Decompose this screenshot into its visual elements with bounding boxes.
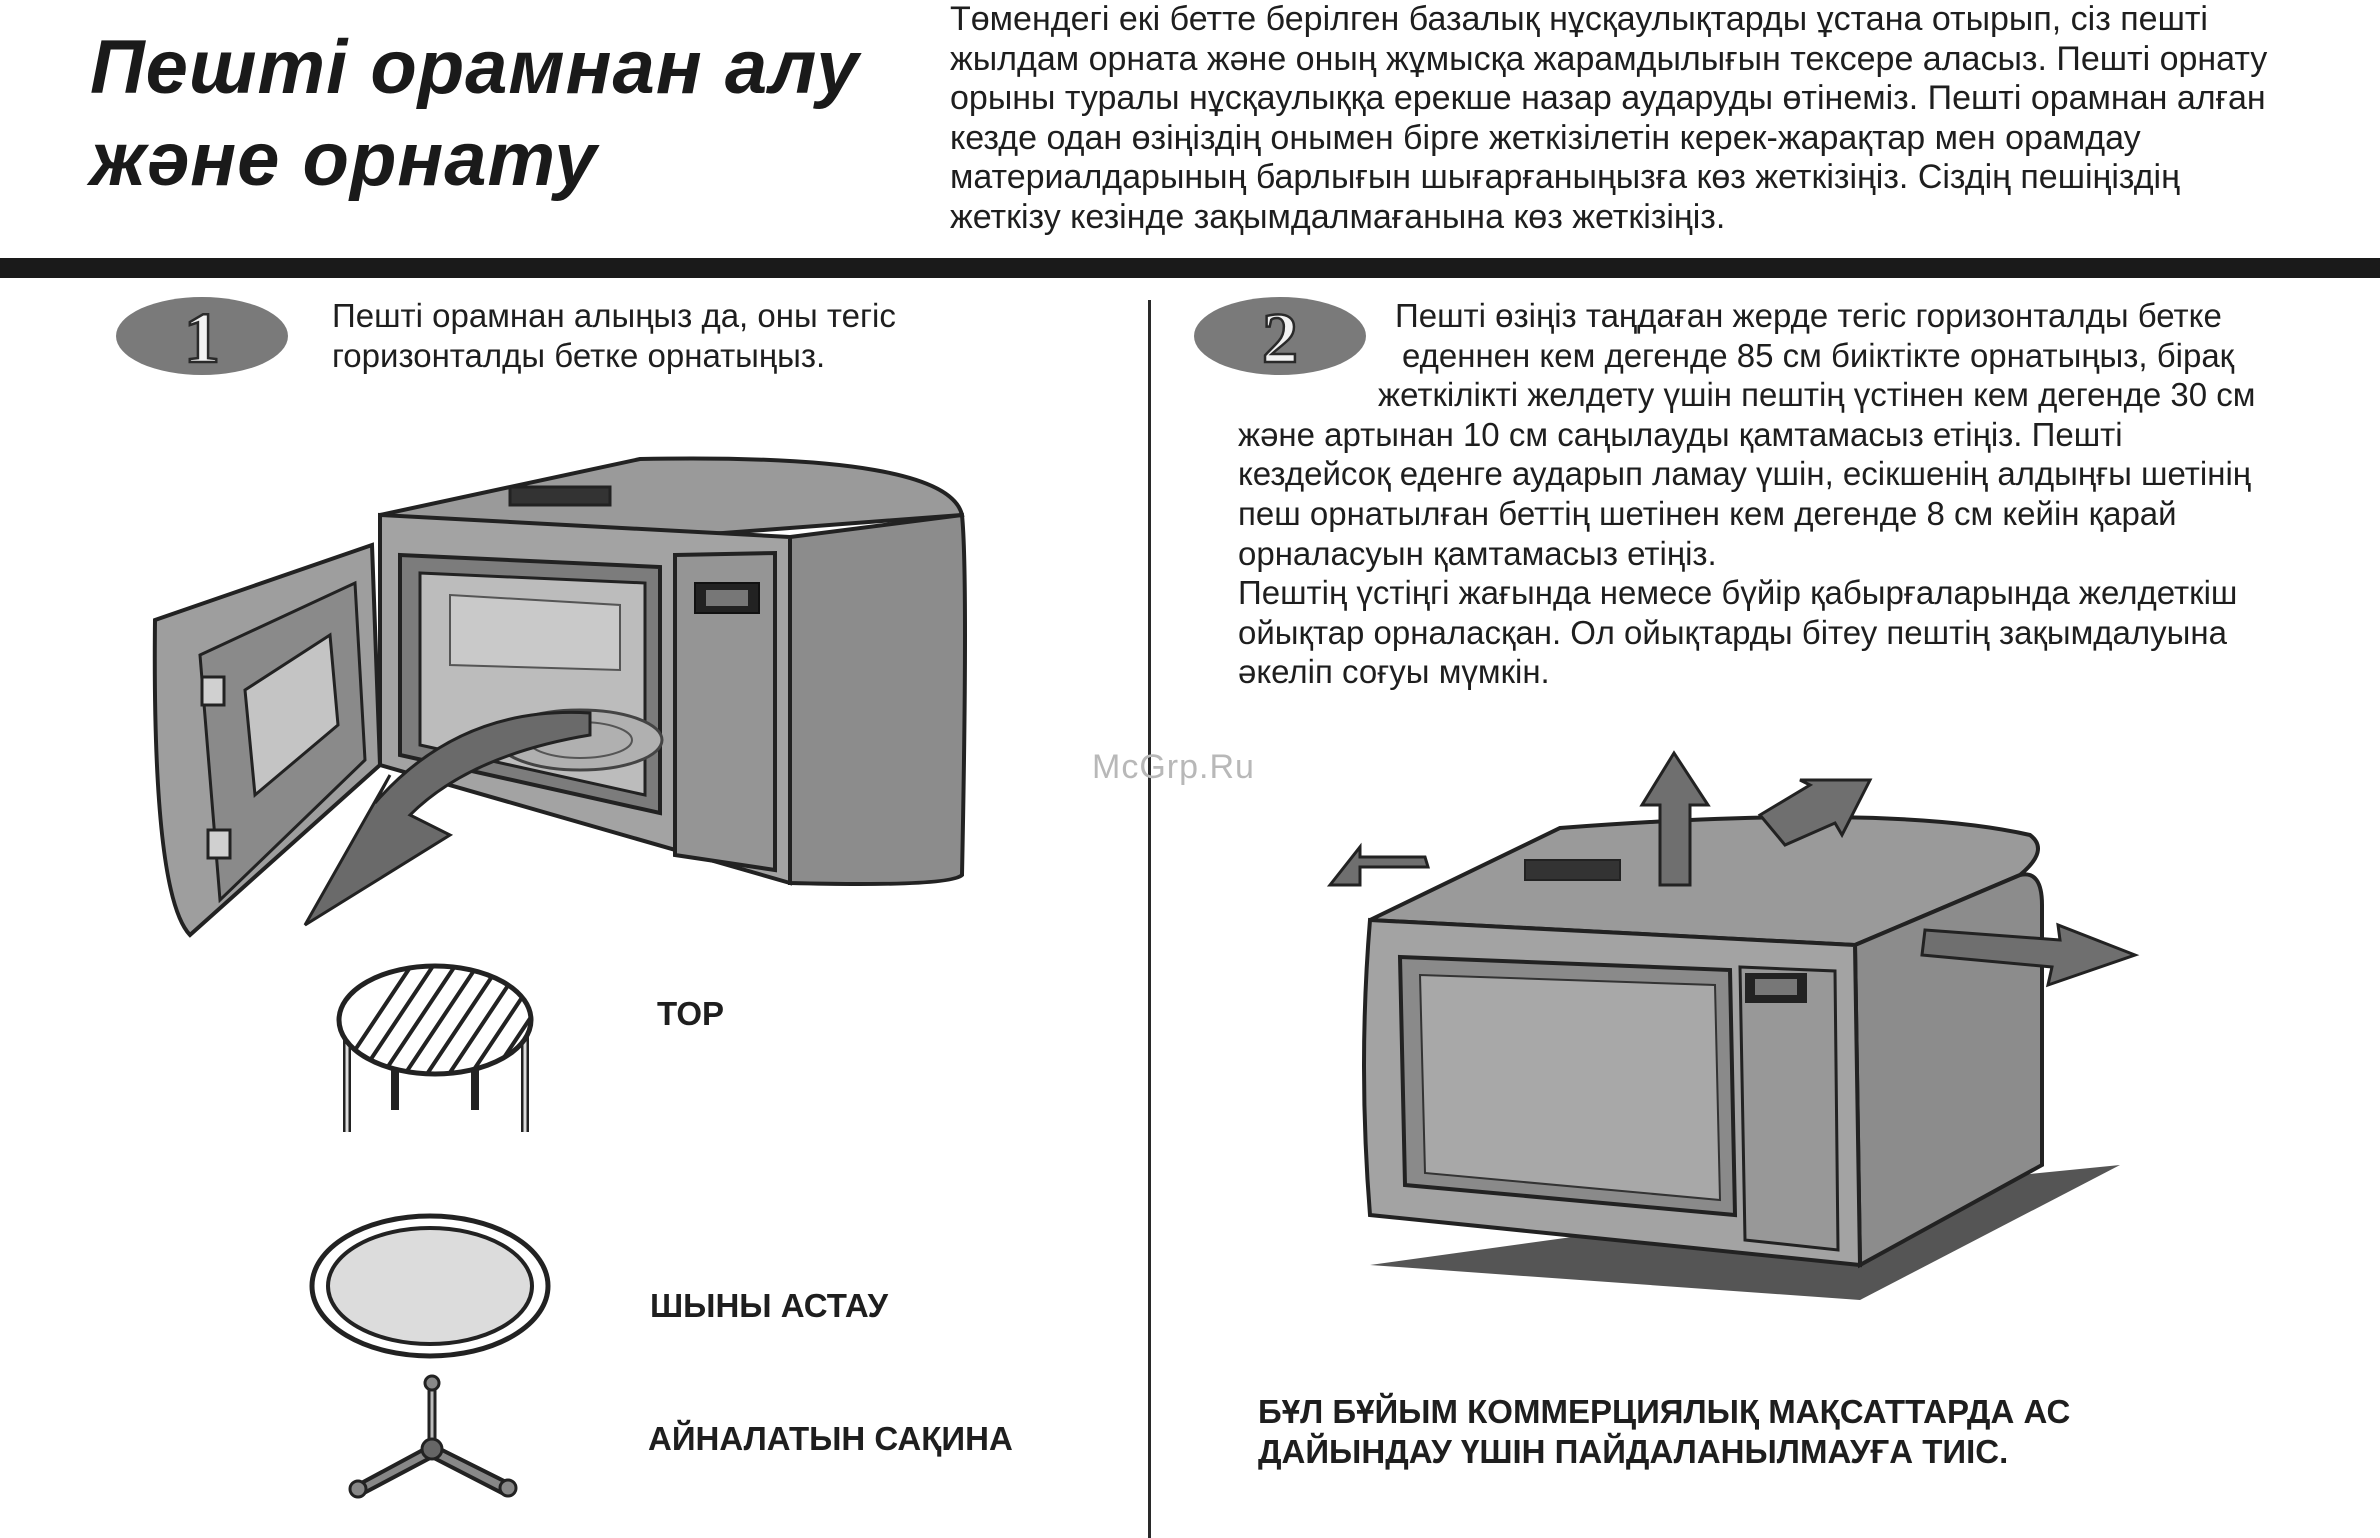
step-2-line: пеш орнатылған беттің шетінен кем дегенд… [1238,494,2177,532]
step-1-line: Пешті орамнан алыңыз да, оны тегіс [332,297,896,334]
open-microwave-illustration [152,456,967,938]
intro-line: Төмендегі екі бетте берілген базалық нұс… [950,0,2208,38]
watermark: McGrp.Ru [1092,748,1255,786]
step-2-line: еденнен кем дегенде 85 см биіктікте орна… [1402,336,2235,374]
top-vent [508,485,612,507]
step-2-line: жеткілікті желдету үшін пештің үстінен к… [1378,376,2256,414]
intro-line: жылдам орната және оның жұмысқа жарамдыл… [950,39,2268,78]
step-2-line: Пешті өзіңіз таңдаған жерде тегіс горизо… [1395,297,2222,334]
step-1-text: Пешті орамнан алыңыз да, оны тегіс гориз… [332,296,896,375]
column-divider [1148,300,1151,1538]
step-1-line: горизонталды бетке орнатыңыз. [332,336,826,374]
commercial-use-warning: БҰЛ БҰЙЫМ КОММЕРЦИЯЛЫҚ МАҚСАТТАРДА АС ДА… [1258,1392,2070,1472]
step-2-badge: 2 [1194,297,1366,379]
closed-microwave-illustration [1326,750,2140,1300]
intro-line: орыны туралы нұсқаулыққа ерекше назар ау… [950,79,2266,118]
step-2-number: 2 [1262,298,1298,378]
step-2-line: Пештің үстіңгі жағында немесе бүйір қабы… [1238,574,2238,612]
step-2-line: әкеліп соғуы мүмкін. [1238,653,1550,691]
step-2-line: кездейсоқ еденге аударып ламау үшін, есі… [1238,455,2252,493]
page-title: Пешті орамнан алу және орнату [90,22,860,206]
step-2-line: ойықтар орналасқан. Ол ойықтарды бітеу п… [1238,613,2227,651]
intro-line: кезде одан өзіңіздің онымен бірге жеткіз… [950,118,2141,157]
glass-plate-label: ШЫНЫ АСТАУ [650,1287,888,1324]
step-1-badge: 1 [116,297,288,379]
page-title-line-2: және орнату [90,117,598,202]
intro-line: жеткізу кезінде зақымдалмағанына көз жет… [950,197,1726,236]
roller-ring-label: АЙНАЛАТЫН САҚИНА [648,1420,1013,1457]
glass-plate-icon [309,1213,551,1359]
intro-paragraph: Төмендегі екі бетте берілген базалық нұс… [950,0,2370,238]
roller-ring-icon [348,1374,518,1499]
warning-line-1: БҰЛ БҰЙЫМ КОММЕРЦИЯЛЫҚ МАҚСАТТАРДА АС [1258,1393,2071,1430]
header-rule [0,258,2380,278]
rack-icon [336,963,534,1132]
step-1-number: 1 [184,298,220,378]
warning-line-2: ДАЙЫНДАУ ҮШІН ПАЙДАЛАНЫЛМАУҒА ТИІС. [1258,1433,2009,1470]
rack-label: ТОР [657,995,725,1032]
intro-line: материалдарының барлығын шығарғаныңызға … [950,158,2180,197]
step-2-line: орналасуын қамтамасыз етіңіз. [1238,534,1717,572]
step-2-line: және артынан 10 см саңылауды қамтамасыз … [1238,415,2123,453]
step-2-text: Пешті өзіңіз таңдаған жерде тегіс горизо… [1238,296,2255,692]
page-title-line-1: Пешті орамнан алу [90,25,860,110]
